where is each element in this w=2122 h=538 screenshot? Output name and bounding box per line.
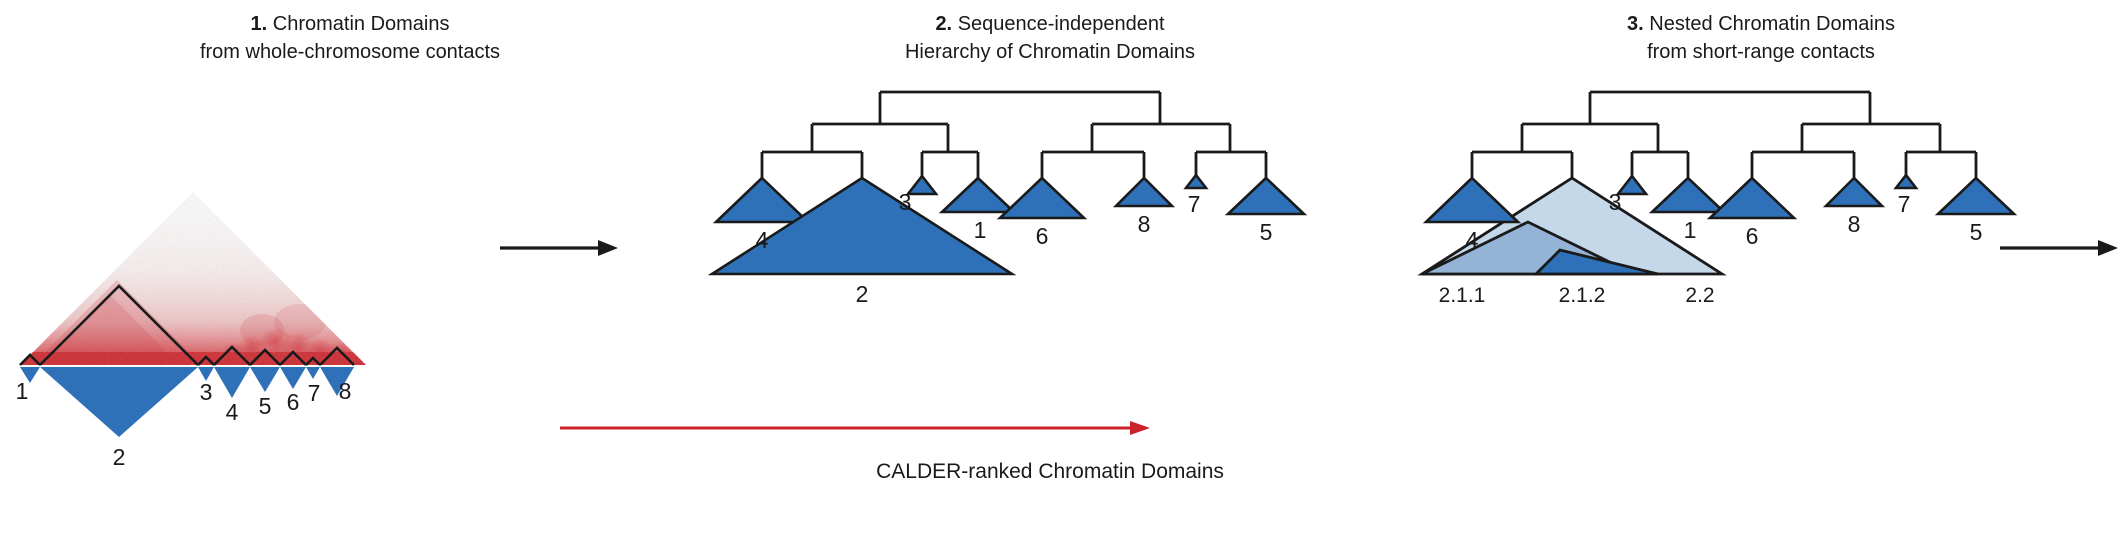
- nested-domain-triangles: [1417, 176, 1727, 276]
- panel-3-title-line2: from short-range contacts: [1647, 41, 1875, 63]
- panel-3-number: 3.: [1627, 13, 1644, 35]
- leaf-label-1: 1: [974, 217, 987, 243]
- panel-2-number: 2.: [935, 13, 953, 35]
- leaf-triangle-5: [1934, 176, 2018, 216]
- leaf-label-3: 3: [1609, 189, 1622, 215]
- domain-triangle-8: [320, 367, 354, 396]
- domain-outlines: [19, 284, 355, 366]
- domain-triangle-2: [40, 367, 198, 437]
- domain-label-7: 7: [308, 380, 321, 406]
- leaf-triangle-6: [1706, 176, 1798, 220]
- arrow-panel2-to-panel3: [2000, 236, 2120, 260]
- domain-number-labels: 1 2 3 4 5 6 7 8: [16, 378, 352, 470]
- domain-triangle-7: [306, 367, 320, 379]
- leaf-label-2: 2: [856, 281, 869, 307]
- leaf-triangle-4: [712, 176, 812, 224]
- panel-3-title-line1: Nested Chromatin Domains: [1649, 13, 1895, 35]
- arrow-panel1-to-panel2: [500, 236, 620, 260]
- nested-label-2-2: 2.2: [1685, 284, 1714, 307]
- nested-label-2-1-1: 2.1.1: [1439, 284, 1486, 307]
- panel-1-title-line2: from whole-chromosome contacts: [199, 41, 501, 63]
- domain-label-5: 5: [259, 393, 272, 419]
- panel-3-title: 3. Nested Chromatin Domains from short-r…: [1400, 10, 2122, 66]
- nested-triangle-2-1-2: [1532, 248, 1659, 276]
- leaf-triangle-1: [1648, 176, 1728, 214]
- leaf-triangle-2: [707, 176, 1017, 276]
- leaf-label-1: 1: [1684, 217, 1697, 243]
- nested-label-2-1-2: 2.1.2: [1559, 284, 1606, 307]
- leaf-triangle-1: [938, 176, 1018, 214]
- leaf-label-8: 8: [1848, 211, 1861, 237]
- leaf-label-4: 4: [756, 227, 769, 253]
- leaf-label-3: 3: [899, 189, 912, 215]
- domain-label-4: 4: [226, 399, 239, 425]
- domain-triangle-1: [20, 367, 40, 383]
- leaf-label-5: 5: [1260, 219, 1273, 245]
- calder-rank-arrow: [560, 421, 1150, 435]
- leaf-triangle-3: [1615, 173, 1649, 196]
- leaf-triangle-3: [905, 173, 939, 196]
- panel-1-number: 1.: [250, 13, 268, 35]
- panel-1-title-line1: Chromatin Domains: [272, 13, 450, 35]
- nested-leaf-labels: 4 3 1 6 8 7 5: [1466, 189, 1983, 253]
- leaf-label-6: 6: [1746, 223, 1759, 249]
- panel-nested-chromatin-domains: 3. Nested Chromatin Domains from short-r…: [1400, 0, 2122, 538]
- leaf-label-5: 5: [1970, 219, 1983, 245]
- nested-hierarchy-dendrogram: [1470, 90, 1978, 178]
- leaf-triangle-8: [1822, 176, 1886, 208]
- hierarchy-leaf-labels: 4 2 3 1 6 8 7 5: [756, 189, 1273, 307]
- domain-triangles-blue: [20, 367, 354, 437]
- domain-label-3: 3: [200, 379, 213, 405]
- panel-3-graphic: 4 3 1 6 8 7 5 2.1.1 2.1.2 2.2: [1400, 0, 2122, 538]
- panel-chromatin-domains: 1. Chromatin Domains from whole-chromoso…: [0, 0, 700, 538]
- leaf-triangle-8: [1112, 176, 1176, 208]
- leaf-label-4: 4: [1466, 227, 1479, 253]
- panel-2-title-line2: Hierarchy of Chromatin Domains: [904, 41, 1196, 63]
- leaf-triangle-4: [1422, 176, 1522, 224]
- nested-leaf-triangles: [1422, 172, 2018, 224]
- calder-arrow-label: CALDER-ranked Chromatin Domains: [876, 460, 1224, 483]
- leaf-triangle-5: [1224, 176, 1308, 216]
- domain-triangle-6: [280, 367, 306, 389]
- domain-triangle-5: [250, 367, 280, 392]
- hic-contact-heatmap: [20, 192, 366, 365]
- domain-label-2: 2: [113, 444, 126, 470]
- leaf-triangle-7: [1183, 172, 1209, 190]
- panel-1-title: 1. Chromatin Domains from whole-chromoso…: [0, 10, 700, 66]
- hierarchy-dendrogram: [760, 90, 1268, 178]
- domain-label-8: 8: [339, 378, 352, 404]
- panel-sequence-independent-hierarchy: 2. Sequence-independent Hierarchy of Chr…: [560, 0, 2118, 538]
- domain-label-1: 1: [16, 378, 29, 404]
- leaf-triangle-7: [1893, 172, 1919, 190]
- leaf-label-7: 7: [1898, 191, 1911, 217]
- leaf-label-7: 7: [1188, 191, 1201, 217]
- nested-domain-labels: 2.1.1 2.1.2 2.2: [1439, 284, 1715, 307]
- leaf-label-6: 6: [1036, 223, 1049, 249]
- hierarchy-leaf-triangles: [707, 172, 1308, 276]
- panel-1-graphic: 1 2 3 4 5 6 7 8: [0, 0, 700, 538]
- leaf-label-8: 8: [1138, 211, 1151, 237]
- domain-triangle-3: [198, 367, 214, 381]
- panel-2-graphic: 4 2 3 1 6 8 7 5: [560, 0, 1400, 538]
- domain-triangle-4: [214, 367, 250, 398]
- leaf-triangle-6: [996, 176, 1088, 220]
- panel-2-title-line1: Sequence-independent: [957, 13, 1165, 35]
- domain-label-6: 6: [287, 389, 300, 415]
- panel-2-title: 2. Sequence-independent Hierarchy of Chr…: [700, 10, 1400, 66]
